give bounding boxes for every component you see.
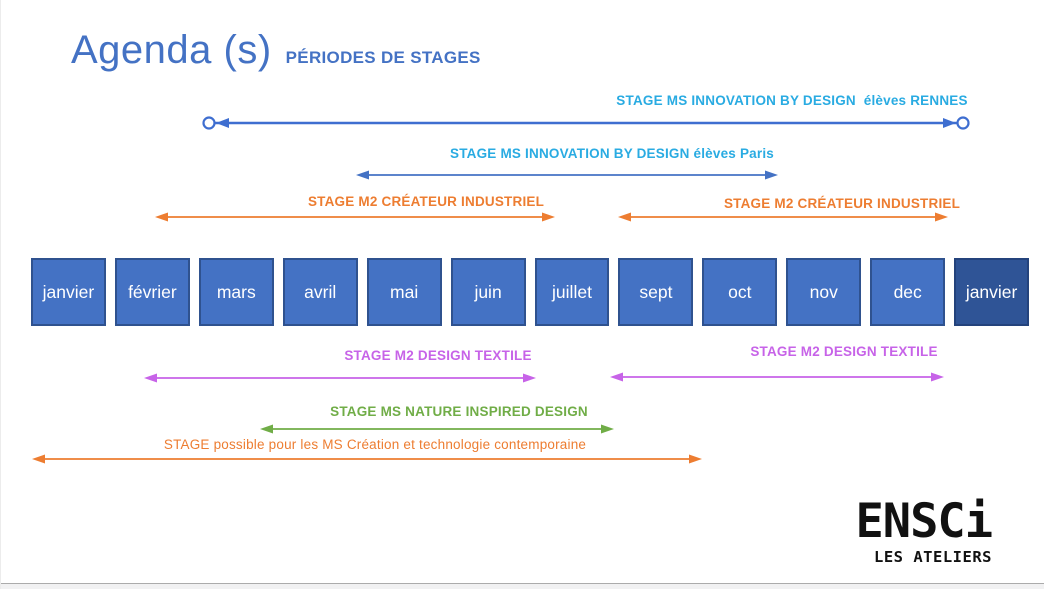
month-box-juin: juin bbox=[450, 258, 526, 326]
stage-label-createur-industriel-right: STAGE M2 CRÉATEUR INDUSTRIEL bbox=[723, 196, 961, 211]
page-subtitle: PÉRIODES DE STAGES bbox=[285, 48, 481, 67]
circle-endpoint-left-icon bbox=[202, 116, 216, 130]
month-box-mars: mars bbox=[198, 258, 274, 326]
arrowhead-left-icon bbox=[216, 118, 229, 128]
month-box-janvier-next: janvier bbox=[954, 258, 1030, 326]
ensci-logo: ENSCi LES ATELIERS bbox=[855, 494, 993, 566]
ensci-logo-tagline: LES ATELIERS bbox=[874, 548, 992, 566]
month-box-oct: oct bbox=[702, 258, 778, 326]
arrowhead-right-icon bbox=[542, 212, 555, 222]
stage-label-design-textile-right: STAGE M2 DESIGN TEXTILE bbox=[750, 344, 938, 359]
arrowhead-left-icon bbox=[618, 212, 631, 222]
arrowhead-left-icon bbox=[32, 454, 45, 464]
stage-label-nature-inspired: STAGE MS NATURE INSPIRED DESIGN bbox=[330, 404, 588, 419]
createur-industriel-left-arrow bbox=[155, 212, 555, 222]
month-box-avril: avril bbox=[282, 258, 358, 326]
arrowhead-right-icon bbox=[523, 373, 536, 383]
paris-timeline-arrow bbox=[356, 170, 778, 180]
month-box-juillet: juillet bbox=[534, 258, 610, 326]
month-box-fevrier: février bbox=[114, 258, 190, 326]
month-box-mai: mai bbox=[366, 258, 442, 326]
arrowhead-right-icon bbox=[601, 424, 614, 434]
stage-label-possible-ms-creation: STAGE possible pour les MS Création et t… bbox=[163, 437, 587, 452]
page-title: Agenda (s) bbox=[71, 28, 272, 72]
month-box-nov: nov bbox=[786, 258, 862, 326]
createur-industriel-right-arrow bbox=[618, 212, 948, 222]
month-box-sept: sept bbox=[618, 258, 694, 326]
ensci-logo-wordmark: ENSCi bbox=[855, 494, 993, 549]
possible-ms-creation-arrow bbox=[32, 454, 702, 464]
stage-label-design-textile-left: STAGE M2 DESIGN TEXTILE bbox=[344, 348, 532, 363]
month-box-dec: dec bbox=[870, 258, 946, 326]
months-row: janvier février mars avril mai juin juil… bbox=[31, 258, 1030, 326]
arrowhead-left-icon bbox=[260, 424, 273, 434]
design-textile-right-arrow bbox=[610, 372, 944, 382]
arrowhead-right-icon bbox=[943, 118, 956, 128]
arrowhead-left-icon bbox=[610, 372, 623, 382]
slide-header: Agenda (s) PÉRIODES DE STAGES bbox=[71, 28, 481, 73]
design-textile-left-arrow bbox=[144, 373, 536, 383]
arrowhead-left-icon bbox=[144, 373, 157, 383]
nature-inspired-arrow bbox=[260, 424, 614, 434]
arrowhead-left-icon bbox=[356, 170, 369, 180]
arrowhead-left-icon bbox=[155, 212, 168, 222]
rennes-timeline-line bbox=[202, 116, 970, 130]
stage-label-createur-industriel-left: STAGE M2 CRÉATEUR INDUSTRIEL bbox=[307, 194, 545, 209]
arrowhead-right-icon bbox=[765, 170, 778, 180]
arrowhead-right-icon bbox=[931, 372, 944, 382]
slide-bottom-edge bbox=[1, 583, 1044, 589]
arrowhead-right-icon bbox=[689, 454, 702, 464]
stage-label-rennes: STAGE MS INNOVATION BY DESIGN élèves REN… bbox=[616, 93, 968, 108]
circle-endpoint-right-icon bbox=[956, 116, 970, 130]
stage-label-paris: STAGE MS INNOVATION BY DESIGN élèves Par… bbox=[450, 146, 774, 161]
month-box-janvier: janvier bbox=[31, 258, 106, 326]
arrowhead-right-icon bbox=[935, 212, 948, 222]
